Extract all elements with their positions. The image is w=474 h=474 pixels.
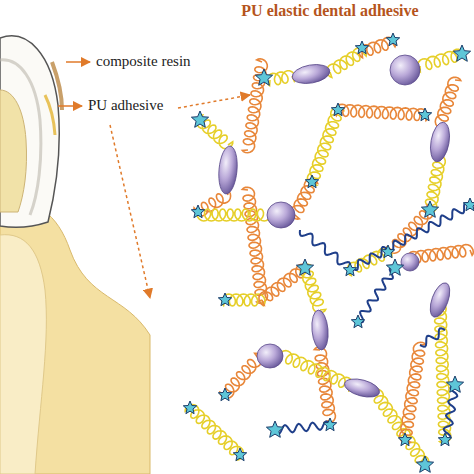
- polymer-network: [183, 33, 474, 472]
- crosslink-star: [255, 69, 272, 85]
- crosslink-star: [453, 45, 470, 61]
- crosslink-star: [438, 433, 451, 446]
- crosslink-star: [323, 418, 336, 431]
- diagram-title-wrap: PU elastic dental adhesive: [241, 2, 418, 20]
- coil-segment: [314, 347, 335, 423]
- coil-segment: [370, 389, 429, 469]
- dotted-arrow: [178, 95, 250, 108]
- enamel-shade: [0, 60, 41, 215]
- hard-segment: [428, 121, 453, 164]
- leader-arrow: [58, 105, 82, 107]
- crosslink-star: [266, 421, 283, 437]
- crosslink-star: [386, 33, 399, 46]
- part-label-wrap: PU adhesive: [88, 97, 163, 114]
- crosslink-star: [418, 108, 431, 121]
- part-label: PU adhesive: [88, 97, 163, 114]
- dotted-arrow: [110, 125, 150, 298]
- hard-segment: [390, 55, 420, 85]
- hard-segment: [257, 344, 283, 368]
- hard-segment: [217, 145, 239, 194]
- crosslink-star: [296, 259, 313, 275]
- dentin: [0, 90, 27, 212]
- hard-segment: [426, 280, 453, 319]
- crosslink-star: [386, 259, 403, 275]
- crosslink-star: [183, 401, 196, 414]
- crosslink-star: [233, 448, 246, 461]
- composite-layer: [52, 62, 62, 110]
- crosslink-star: [351, 315, 364, 328]
- wavy-chain: [300, 230, 350, 268]
- crosslink-star: [305, 175, 318, 188]
- leader-arrow: [66, 61, 90, 63]
- crosslink-star: [381, 245, 394, 258]
- coil-segment: [335, 104, 428, 120]
- crosslink-star: [355, 41, 368, 54]
- wavy-chain: [420, 328, 445, 346]
- crosslink-star: [191, 111, 208, 127]
- hard-segment: [267, 202, 295, 228]
- wavy-chain: [444, 385, 458, 440]
- coil-segment: [267, 71, 295, 86]
- coil-segment: [278, 351, 353, 391]
- part-label: composite resin: [96, 53, 191, 70]
- coil-segment: [435, 77, 460, 128]
- part-label-wrap: composite resin: [96, 53, 191, 70]
- coil-segment: [424, 155, 445, 213]
- tooth-crown: [0, 36, 59, 227]
- coil-segment: [242, 187, 267, 303]
- coil-segment: [197, 209, 271, 221]
- hard-segment: [310, 309, 329, 350]
- crosslink-star: [331, 103, 344, 116]
- crosslink-star: [416, 456, 433, 472]
- coil-segment: [307, 107, 343, 185]
- crosslink-star: [463, 198, 474, 211]
- crosslink-star: [446, 376, 463, 392]
- crosslink-star: [218, 293, 231, 306]
- crosslink-star: [191, 205, 204, 218]
- hard-segment: [401, 253, 419, 271]
- crosslink-star: [218, 388, 231, 401]
- hard-segment: [291, 62, 332, 86]
- diagram-title: PU elastic dental adhesive: [241, 2, 418, 20]
- coil-segment: [400, 342, 426, 443]
- wavy-chain: [352, 203, 470, 270]
- crosslink-star: [343, 263, 356, 276]
- crosslink-star: [398, 433, 411, 446]
- coil-segment: [434, 302, 451, 443]
- gum: [0, 202, 150, 474]
- crosslink-star: [421, 201, 438, 217]
- adhesive-layer: [45, 95, 55, 135]
- hard-segment: [343, 376, 382, 401]
- root: [0, 235, 46, 474]
